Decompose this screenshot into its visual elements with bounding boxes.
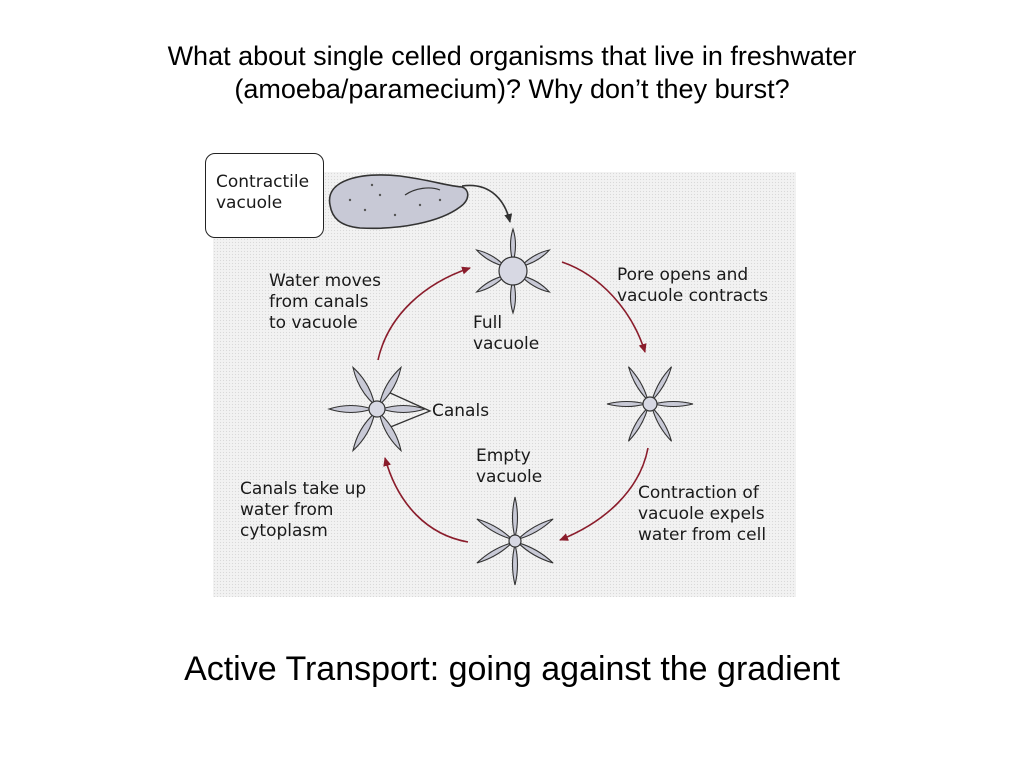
- canal-petal: [517, 518, 554, 540]
- canal-petal: [476, 518, 513, 540]
- full-vacuole-label: Full vacuole: [473, 313, 540, 354]
- contracting-vacuole-star: [606, 366, 694, 442]
- canal-petal: [511, 544, 519, 586]
- vacuole-core: [508, 534, 522, 548]
- canal-petal: [518, 274, 551, 293]
- contractile-vacuole-label: Contractile vacuole: [216, 172, 310, 213]
- canal-petal: [606, 400, 648, 408]
- canal-petal: [475, 274, 508, 293]
- full-vacuole-star: [475, 227, 551, 315]
- arrow-full-to-contracting: [561, 261, 647, 353]
- diagram-background: [213, 172, 796, 597]
- canal-petal: [327, 404, 374, 414]
- water-moves-label: Water moves from canals to vacuole: [269, 271, 381, 333]
- empty-vacuole-label: Empty vacuole: [476, 446, 543, 487]
- canal-petal: [652, 400, 694, 408]
- canal-petal: [651, 366, 673, 403]
- canal-petal: [627, 405, 649, 442]
- empty-vacuole-star: [476, 496, 554, 586]
- vacuole-core: [642, 396, 658, 412]
- canal-petal: [651, 405, 673, 442]
- arrow-canals-to-full: [377, 266, 471, 361]
- canal-petal: [475, 249, 508, 268]
- canal-petal: [511, 496, 519, 538]
- contractile-vacuole-callout: [205, 153, 324, 238]
- contraction-label: Contraction of vacuole expels water from…: [638, 483, 767, 545]
- canal-petal: [509, 277, 517, 315]
- canal-petal: [378, 411, 402, 453]
- canals-take-up-label: Canals take up water from cytoplasm: [240, 479, 367, 541]
- canals-pointer: [387, 391, 432, 429]
- canal-petal: [476, 542, 513, 564]
- arrow-empty-to-canals: [383, 457, 469, 543]
- canal-petal: [352, 411, 376, 453]
- canal-petal: [378, 365, 402, 407]
- canal-petal: [509, 227, 517, 265]
- canals-label: Canals: [432, 401, 490, 421]
- slide-title: What about single celled organisms that …: [167, 41, 857, 104]
- arrow-contracting-to-empty: [559, 447, 649, 541]
- slide-subtitle: Active Transport: going against the grad…: [184, 650, 840, 688]
- cell-to-vacuole-arrow: [461, 184, 513, 223]
- vacuole-core: [498, 256, 528, 286]
- canal-petal: [352, 365, 376, 407]
- canal-petal: [517, 542, 554, 564]
- canal-petal: [380, 404, 427, 414]
- vacuole-core: [368, 400, 386, 418]
- canal-petal: [518, 249, 551, 268]
- pore-opens-label: Pore opens and vacuole contracts: [617, 265, 769, 306]
- paramecium-cell: [328, 174, 469, 230]
- canal-petal: [627, 366, 649, 403]
- canals-vacuole-star: [327, 365, 427, 453]
